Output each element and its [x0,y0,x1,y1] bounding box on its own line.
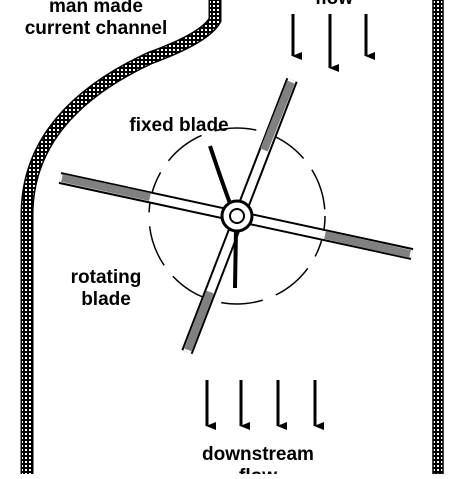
rotating-blade-label-line2: blade [81,289,131,310]
channel-label-line1: man made [49,0,143,17]
channel-label-line2: current channel [25,18,168,39]
fixed-blade-label: fixed blade [129,115,228,136]
blade-tip-grey [260,80,295,152]
upstream-flow-arrows [291,14,375,72]
rotation-path-circle [148,127,326,305]
blade-tip-grey [61,174,151,201]
fixed-blade-upper [208,145,233,207]
downstream-label-line2: flow [239,466,277,474]
downstream-flow-arrows [205,380,324,430]
downstream-label-line1: downstream [202,444,314,465]
blade-tip-grey [184,290,214,352]
rotating-blade-label-line1: rotating [71,267,142,288]
flow-label-top: flow [315,0,353,9]
rotor-hub [220,199,254,233]
fixed-blade-lower [233,227,238,289]
blade-tip-grey [324,231,411,258]
right-wall [432,0,444,475]
